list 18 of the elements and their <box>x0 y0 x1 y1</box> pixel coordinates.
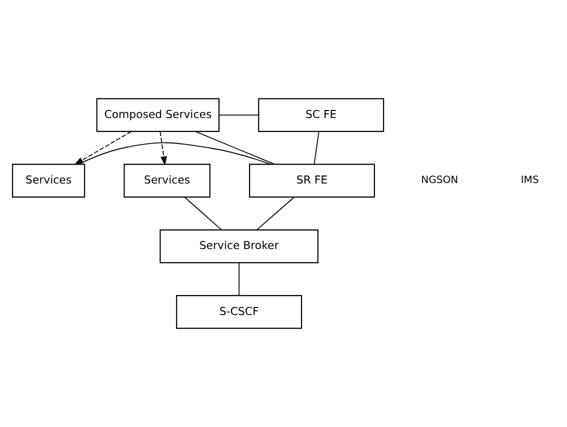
arrow <box>160 131 167 166</box>
connector <box>195 131 275 165</box>
connector <box>218 114 260 116</box>
connector <box>256 196 294 230</box>
node-box: S-CSCF <box>176 295 302 329</box>
node-box: SC FE <box>258 98 384 132</box>
node-box: Services <box>12 164 86 198</box>
connector <box>238 262 240 296</box>
arrow <box>74 131 132 165</box>
label: IMS <box>520 175 539 186</box>
node-box: SR FE <box>249 164 375 198</box>
node-box: Service Broker <box>160 229 318 264</box>
connector <box>184 196 222 230</box>
connector <box>78 142 271 165</box>
node-box: Composed Services <box>96 98 220 132</box>
connector <box>314 131 320 165</box>
node-box: Services <box>124 164 210 198</box>
label: NGSON <box>421 175 458 186</box>
